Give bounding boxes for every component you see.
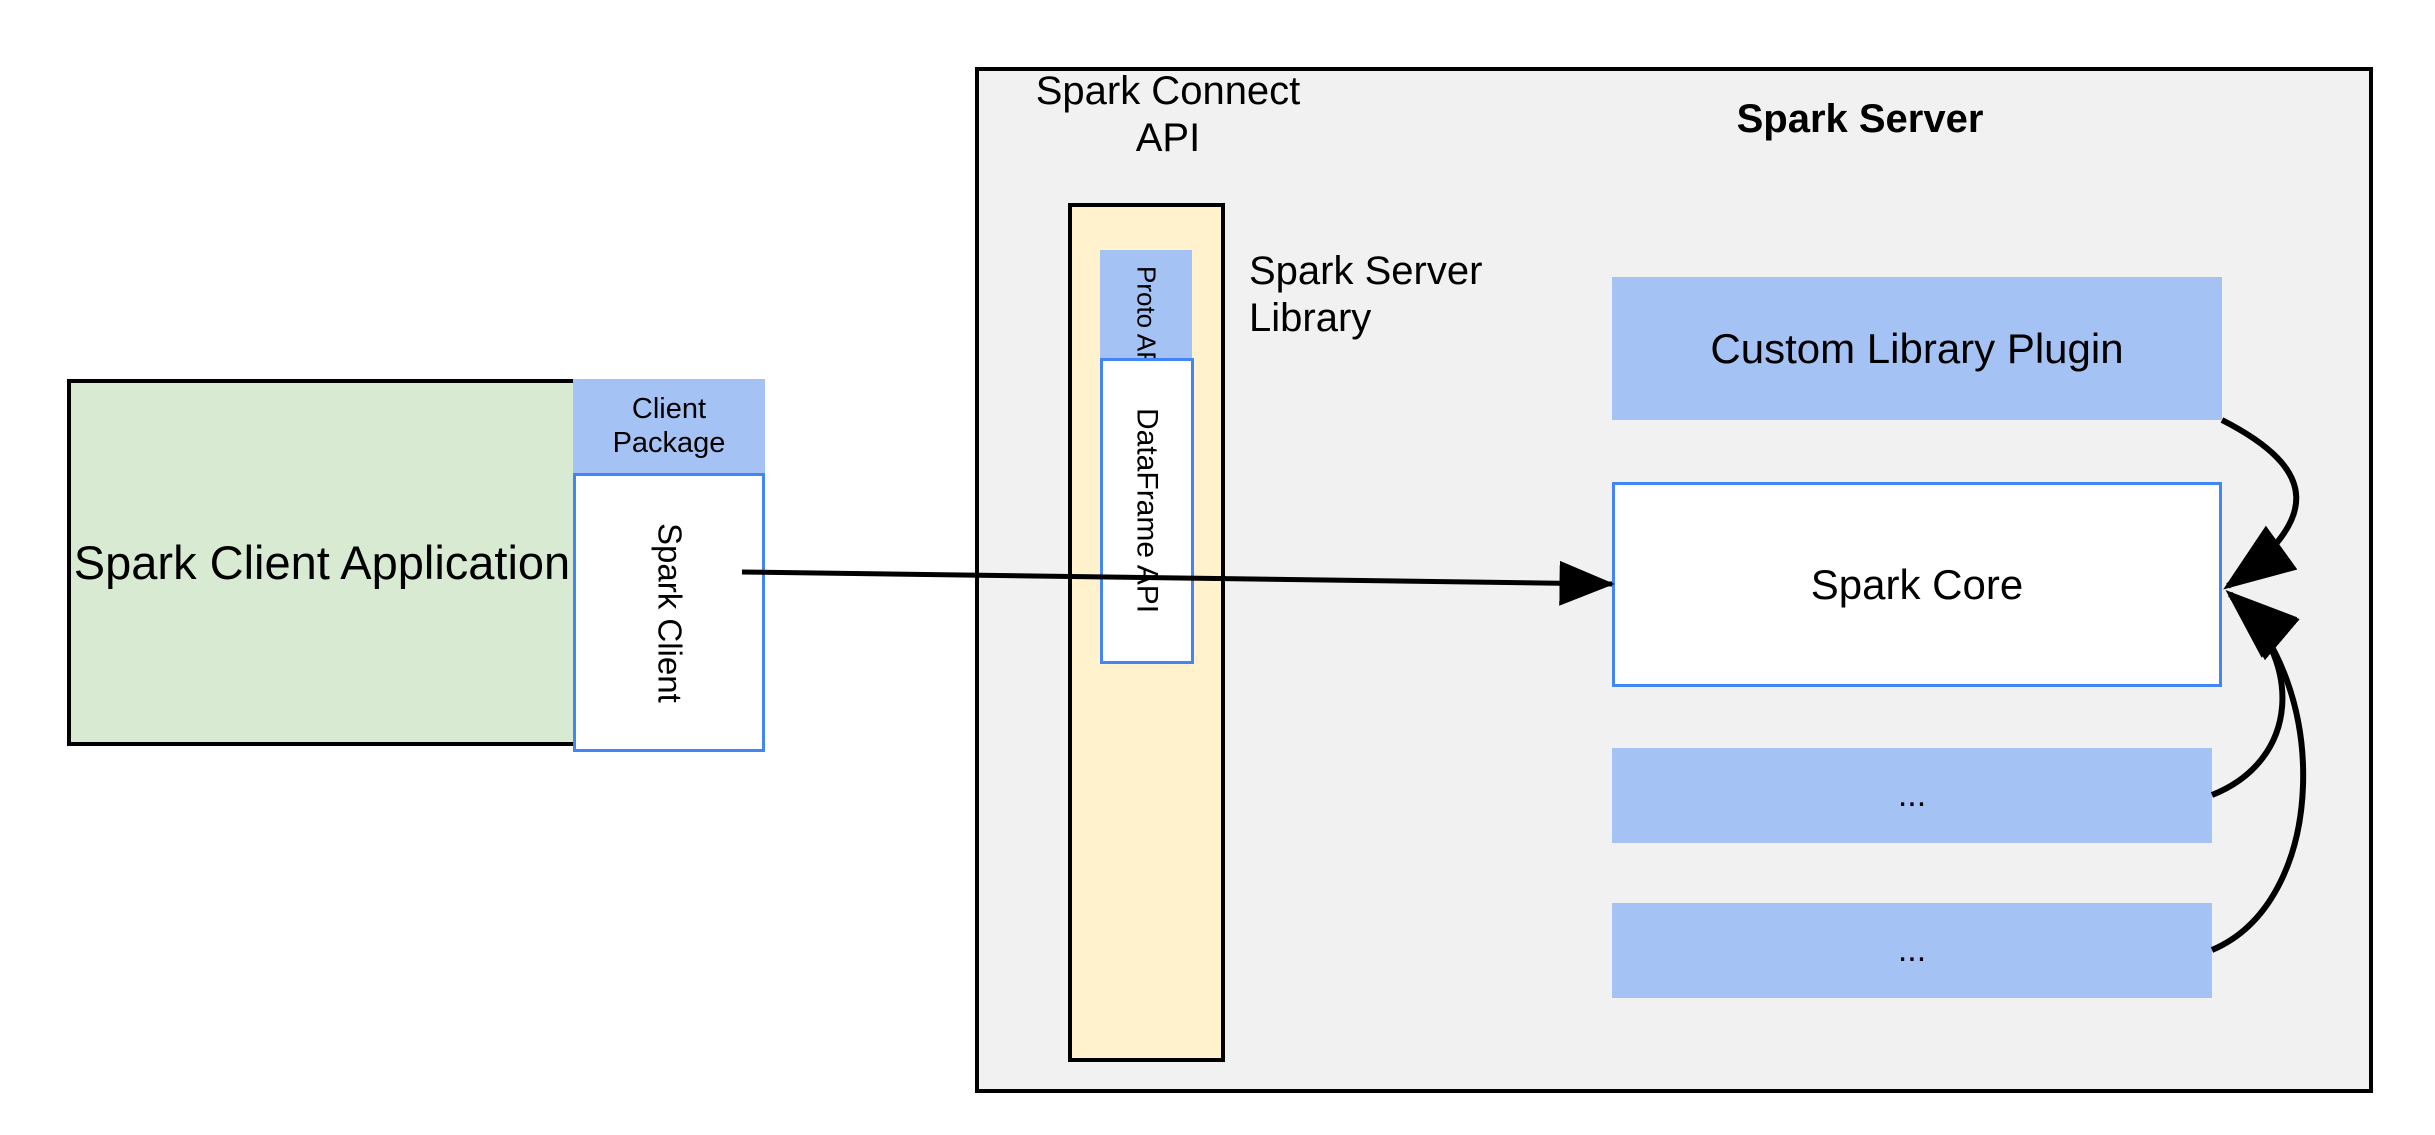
spark-connect-api-label: Spark Connect API [1035, 69, 1301, 161]
ellipsis-box-1[interactable]: ... [1612, 748, 2212, 843]
ellipsis-box-2[interactable]: ... [1612, 903, 2212, 998]
ellipsis-label-2: ... [1897, 931, 1927, 970]
dataframe-api-box[interactable]: DataFrame API [1100, 358, 1194, 664]
custom-library-plugin-box[interactable]: Custom Library Plugin [1612, 277, 2222, 420]
spark-client-application-label: Spark Client Application [73, 535, 571, 589]
ellipsis-label-1: ... [1897, 776, 1927, 815]
spark-client-label: Spark Client [651, 522, 689, 703]
spark-core-label: Spark Core [1810, 560, 2024, 608]
spark-server-title: Spark Server [1736, 97, 1984, 141]
client-package-box[interactable]: Client Package [573, 379, 765, 473]
proto-api-label: Proto API [1131, 266, 1162, 376]
spark-client-application-box[interactable]: Spark Client Application [67, 379, 577, 746]
custom-library-plugin-label: Custom Library Plugin [1710, 324, 2124, 372]
spark-core-box[interactable]: Spark Core [1612, 482, 2222, 687]
client-package-label: Client Package [612, 392, 726, 459]
spark-client-box[interactable]: Spark Client [573, 473, 765, 752]
dataframe-api-label: DataFrame API [1130, 408, 1164, 614]
spark-server-library-label: Spark Server Library [1249, 249, 1483, 341]
